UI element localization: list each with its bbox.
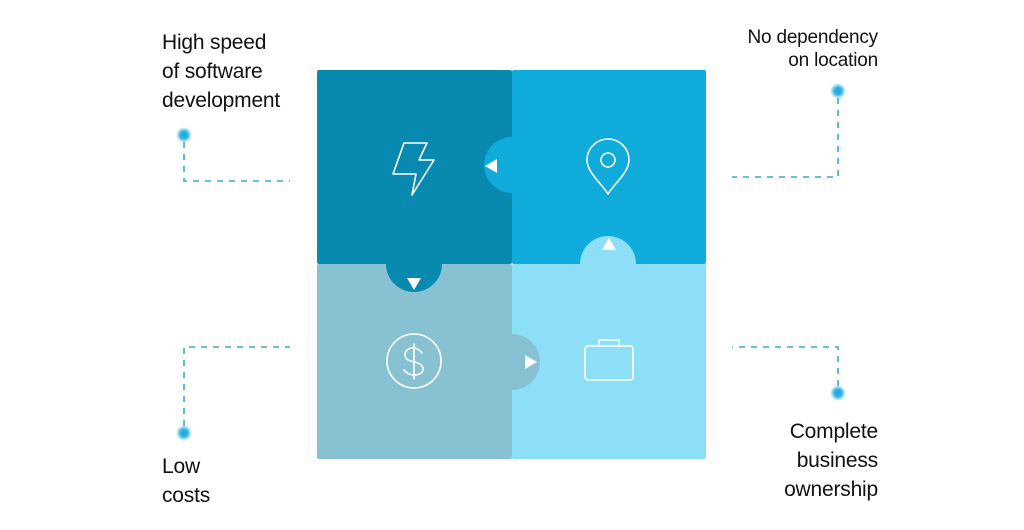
dot-top-right [830, 83, 846, 99]
label-high-speed-development: High speed of software development [162, 31, 281, 112]
briefcase-icon [584, 339, 634, 381]
location-pin-icon [586, 138, 630, 195]
label-no-location-dependency: No dependency on location [747, 27, 878, 71]
connector-top-left [183, 142, 290, 182]
arrow-down-icon [407, 278, 421, 290]
arrow-left-icon [485, 159, 497, 173]
lightning-icon [392, 142, 435, 196]
arrow-up-icon [602, 238, 616, 250]
connector-top-right [732, 98, 839, 178]
tile-top-left [317, 70, 512, 264]
dot-bottom-right [830, 385, 846, 401]
label-business-ownership: Complete business ownership [784, 420, 878, 501]
dot-top-left [176, 127, 192, 143]
connector-bottom-left [183, 346, 290, 426]
tab-top-right-into-left [484, 137, 512, 193]
label-low-costs: Low costs [162, 455, 211, 507]
connector-bottom-right [732, 346, 839, 386]
connector-dots [176, 83, 846, 441]
tile-bottom-right [512, 264, 706, 459]
arrow-right-icon [525, 355, 537, 369]
dot-bottom-left [176, 425, 192, 441]
dollar-icon [386, 333, 442, 389]
